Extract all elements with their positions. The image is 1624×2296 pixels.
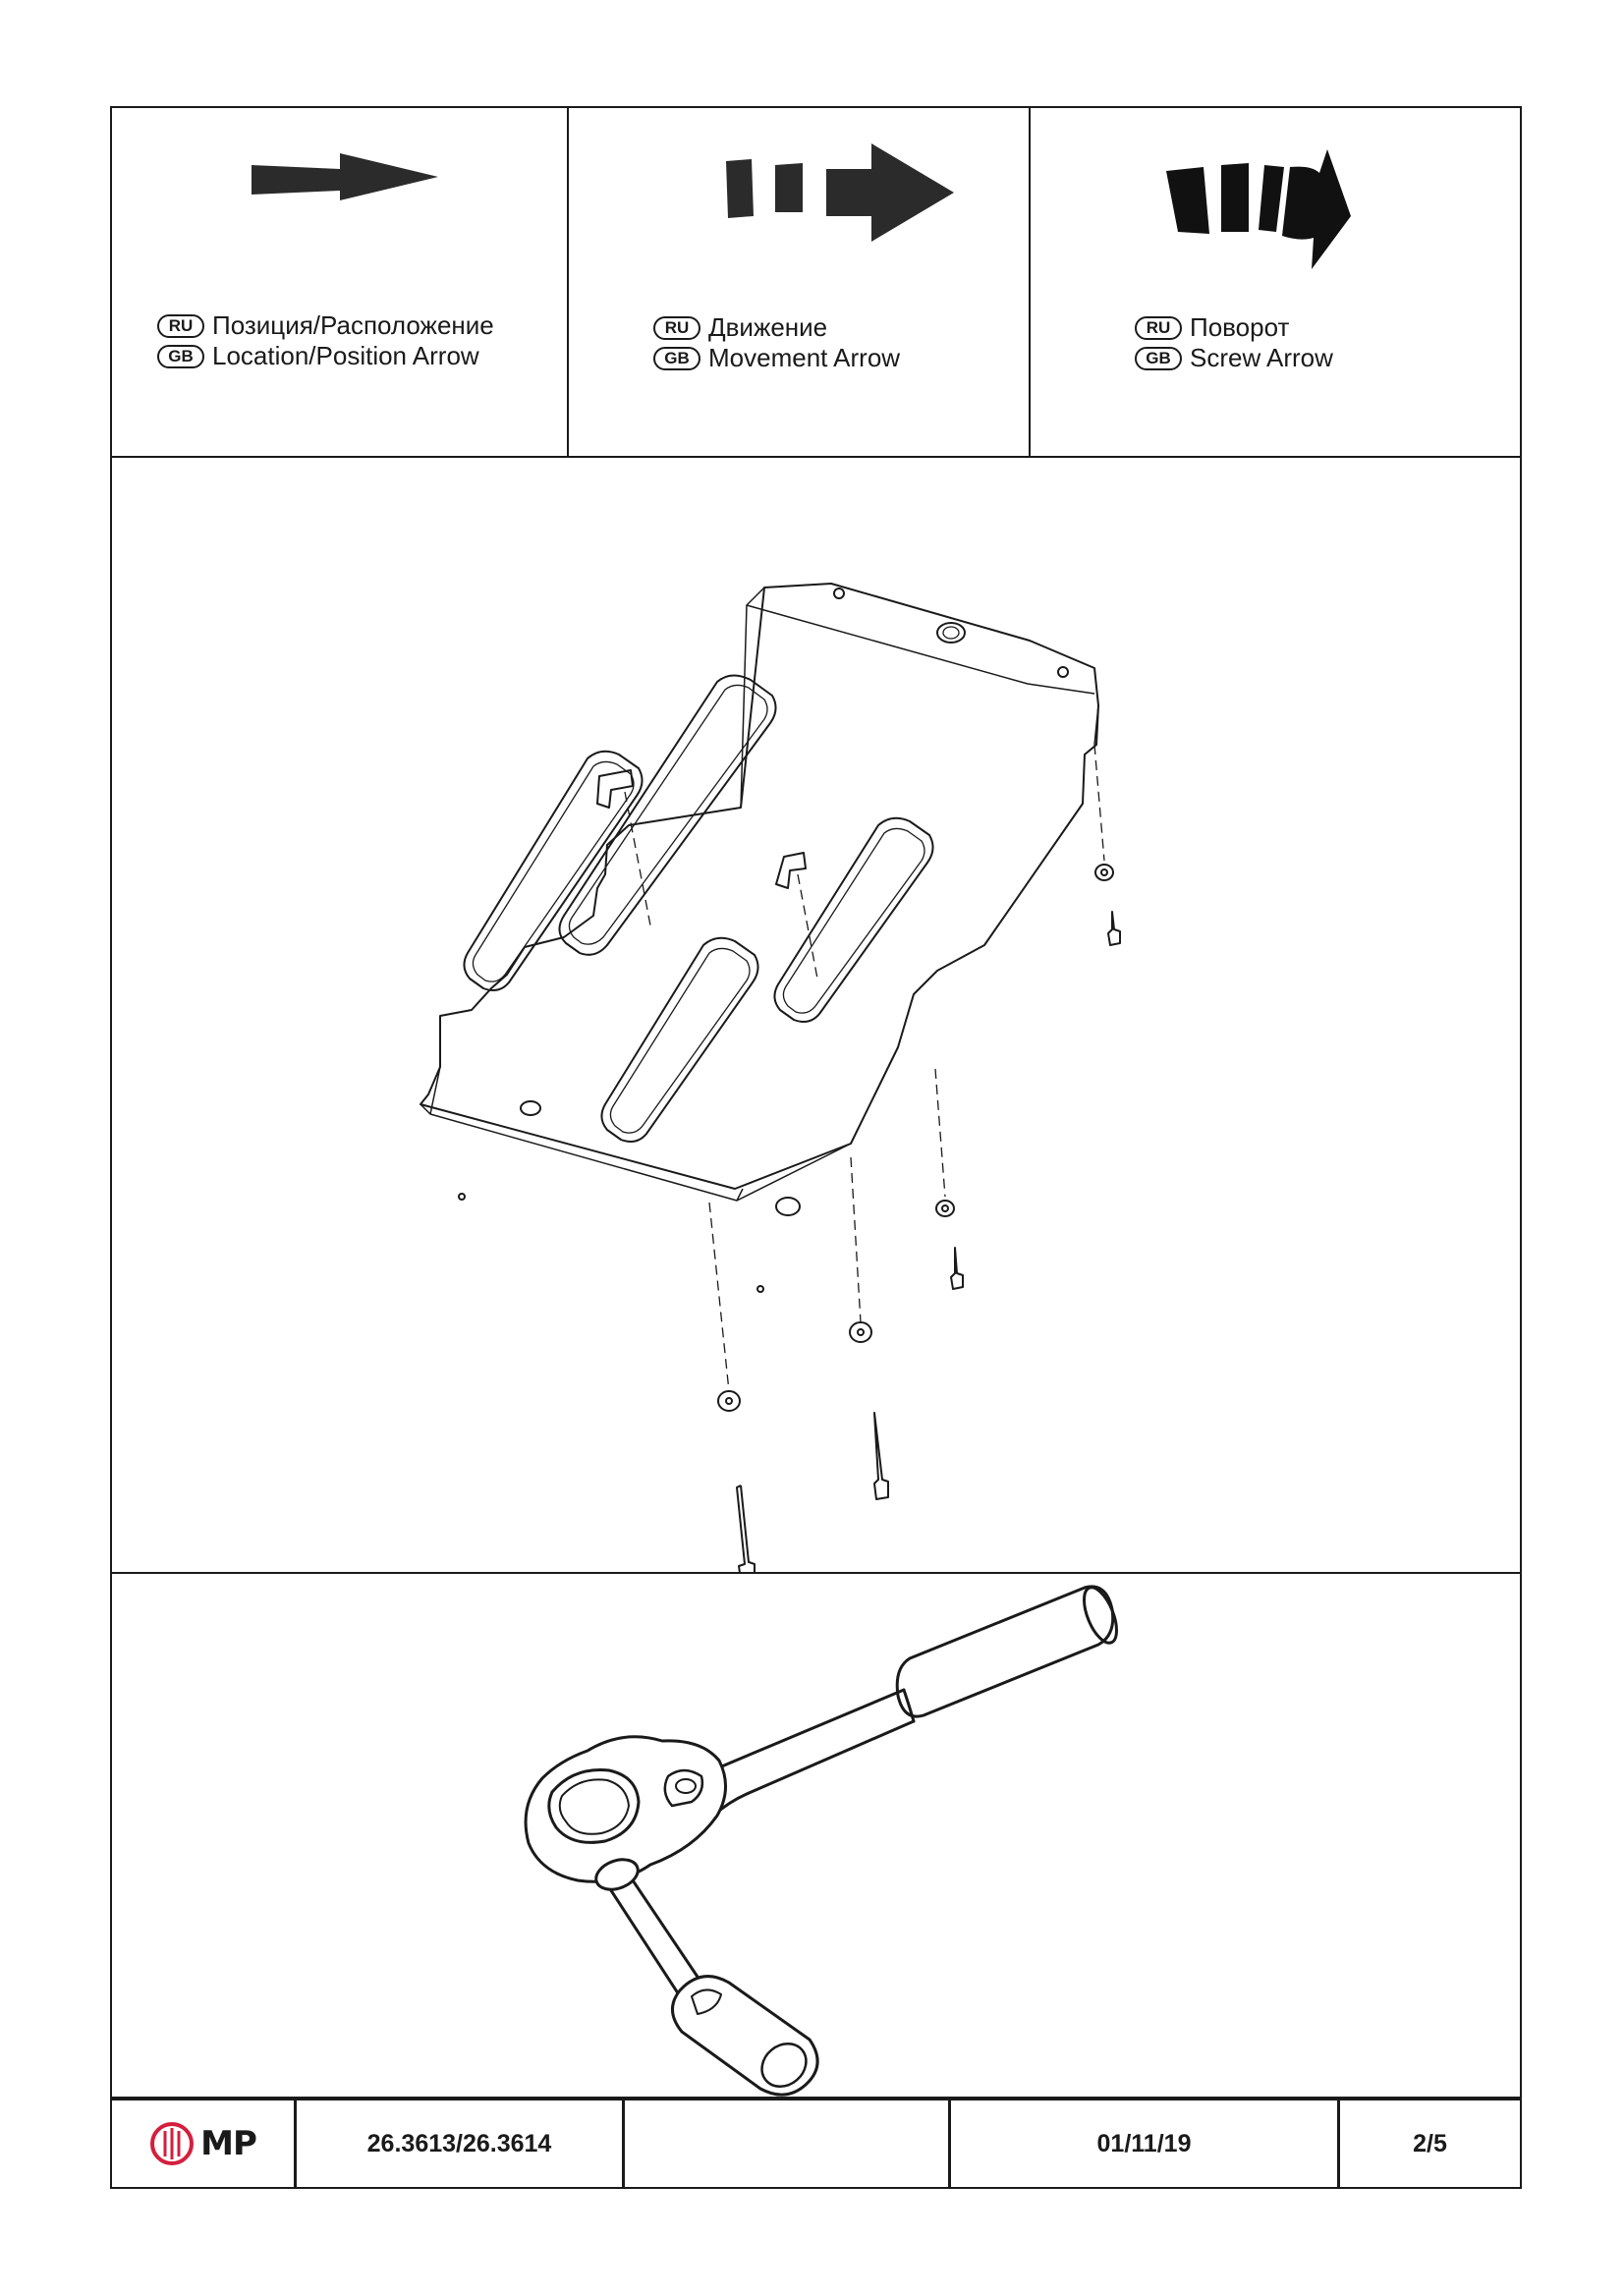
legend-ru-text: Поворот bbox=[1190, 312, 1290, 342]
legend-location: RU Позиция/Расположение GB Location/Positi… bbox=[112, 108, 567, 456]
blank-field bbox=[625, 2100, 951, 2187]
brand-logo: MP bbox=[112, 2100, 297, 2187]
screw-arrow-icon bbox=[1166, 149, 1351, 269]
movement-arrow-icon bbox=[726, 143, 954, 242]
legend-ru-text: Позиция/Расположение bbox=[212, 310, 494, 340]
legend-movement: RU Движение GB Movement Arrow bbox=[567, 108, 1029, 456]
ratchet-wrench-illustration bbox=[524, 1585, 1118, 2097]
ru-badge: RU bbox=[1135, 315, 1182, 340]
ru-badge: RU bbox=[653, 315, 700, 340]
legend-gb-text: Location/Position Arrow bbox=[212, 341, 479, 370]
brand-logo-icon bbox=[150, 2122, 195, 2165]
issue-date: 01/11/19 bbox=[951, 2100, 1340, 2187]
gb-badge: GB bbox=[1135, 346, 1182, 370]
assembly-drawing bbox=[112, 458, 1520, 1574]
brand-logo-text: MP bbox=[200, 2124, 257, 2163]
arrow-legend: RU Позиция/Расположение GB Location/Positi… bbox=[112, 108, 1520, 458]
ru-badge: RU bbox=[157, 313, 204, 338]
title-block: MP 26.3613/26.3614 01/11/19 2/5 bbox=[112, 2097, 1520, 2187]
page-number: 2/5 bbox=[1413, 2129, 1447, 2157]
tool-section bbox=[112, 1574, 1520, 2099]
legend-gb-text: Movement Arrow bbox=[708, 343, 901, 372]
part-number: 26.3613/26.3614 bbox=[297, 2100, 625, 2187]
skid-plate-illustration bbox=[420, 583, 1121, 1572]
legend-gb-text: Screw Arrow bbox=[1190, 343, 1333, 372]
gb-badge: GB bbox=[157, 344, 204, 368]
legend-ru-text: Движение bbox=[708, 312, 828, 342]
legend-screw: RU Поворот GB Screw Arrow bbox=[1029, 108, 1524, 456]
gb-badge: GB bbox=[653, 346, 700, 370]
instruction-sheet: RU Позиция/Расположение GB Location/Positi… bbox=[110, 106, 1522, 2189]
location-arrow-icon bbox=[252, 153, 438, 200]
